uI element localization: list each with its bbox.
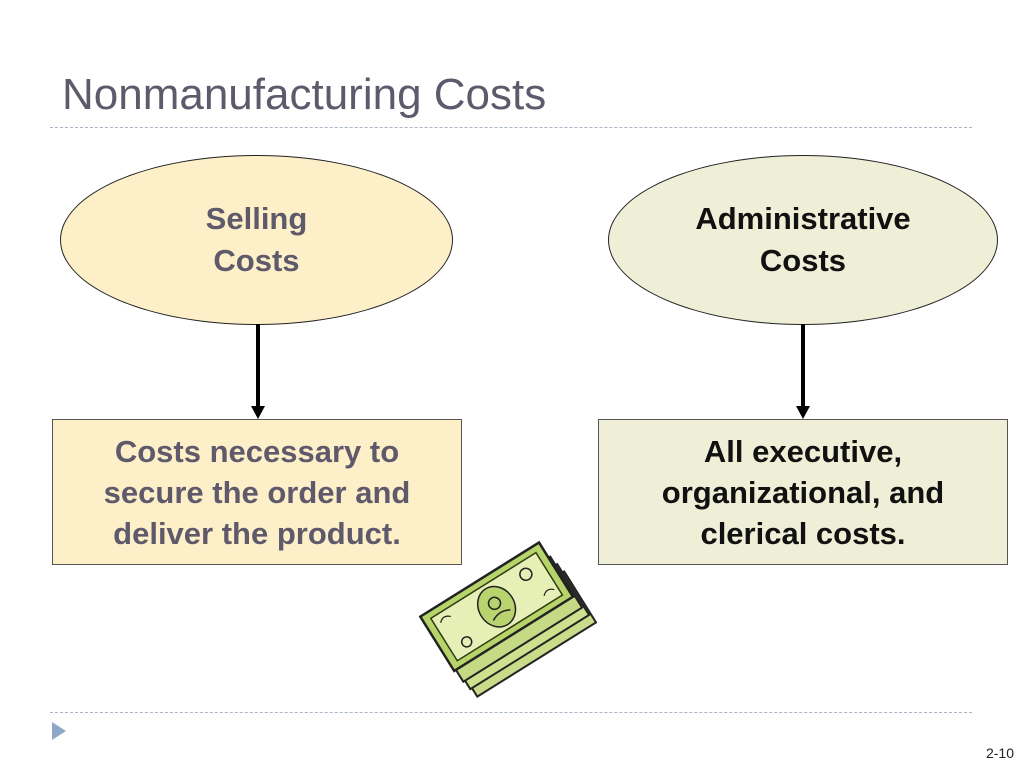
triangle-bullet-icon [52,722,66,740]
administrative-costs-heading-line2: Costs [759,243,847,278]
selling-costs-ellipse: Selling Costs [60,155,453,325]
administrative-costs-arrow [796,324,810,419]
administrative-costs-ellipse: Administrative Costs [608,155,998,325]
administrative-costs-description: All executive, organizational, and cleri… [661,433,945,551]
selling-costs-arrow [251,324,265,419]
title-divider [50,127,972,128]
selling-costs-description-box: Costs necessary to secure the order and … [52,419,462,565]
selling-costs-description: Costs necessary to secure the order and … [103,433,411,551]
slide-title: Nonmanufacturing Costs [62,70,547,119]
selling-costs-heading-line1: Selling [205,201,308,236]
footer-divider [50,712,972,713]
selling-costs-heading-line2: Costs [213,243,300,278]
administrative-costs-heading-line1: Administrative [695,201,911,236]
page-number: 2-10 [985,745,1014,761]
administrative-costs-description-box: All executive, organizational, and cleri… [598,419,1008,565]
money-stack-icon [418,540,598,698]
